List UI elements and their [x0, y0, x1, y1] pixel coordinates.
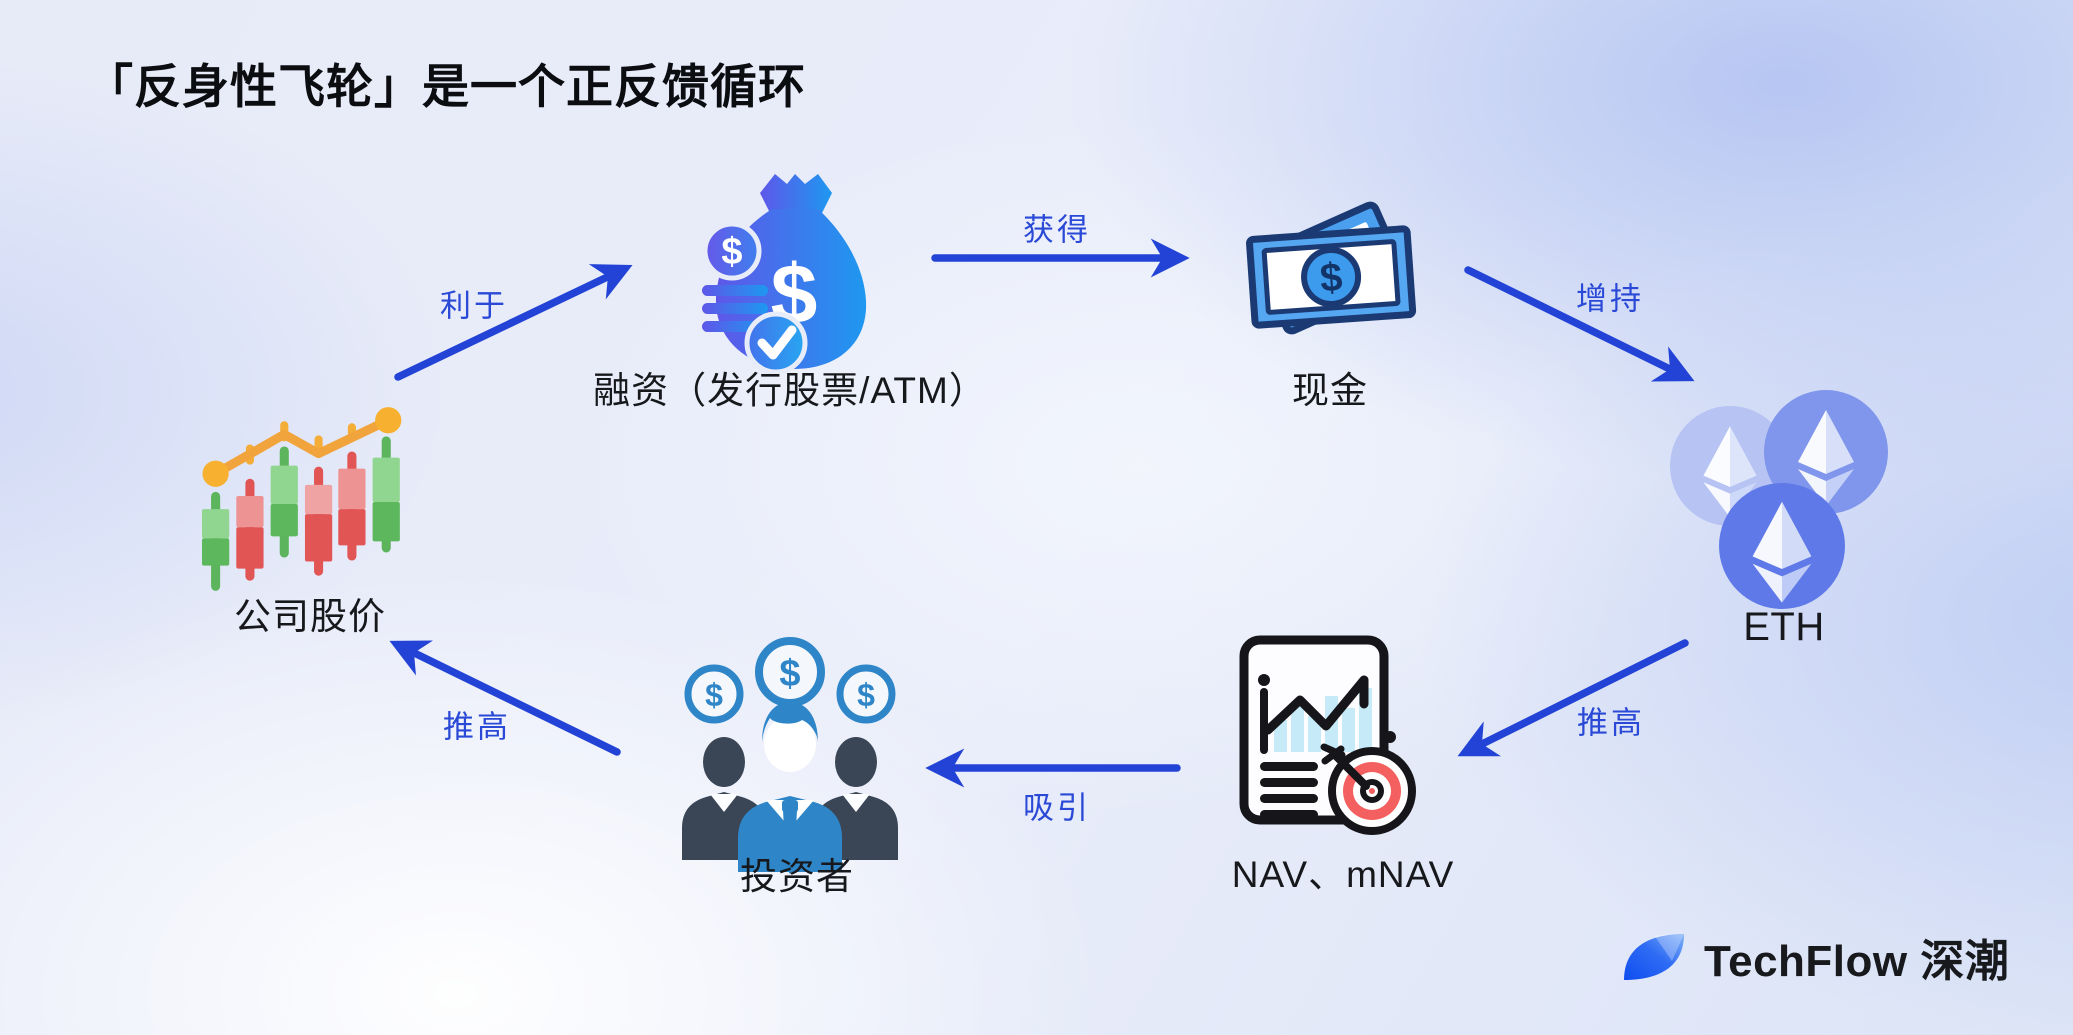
- dollar-glyph: $: [721, 231, 742, 273]
- arrow-label-obtain: 获得: [1023, 212, 1091, 248]
- dollar-glyph: $: [705, 677, 723, 713]
- arrow-investors-to-stock: [389, 640, 621, 756]
- techflow-leaf-icon: [1624, 934, 1684, 980]
- dollar-glyph: $: [779, 653, 800, 695]
- arrow-label-benefits: 利于: [440, 288, 508, 324]
- node-label-cash: 现金: [1292, 370, 1368, 411]
- banknote-icon: $: [1246, 201, 1417, 335]
- check-icon: [757, 325, 797, 360]
- arrow-label-accumulate: 增持: [1576, 281, 1644, 317]
- arrow-label-push-up-right: 推高: [1577, 705, 1645, 741]
- investors-icon: $ $ $: [682, 637, 898, 874]
- brand-text: TechFlow 深潮: [1704, 937, 2010, 986]
- node-label-eth: ETH: [1743, 605, 1825, 649]
- bullseye-target-icon: [1320, 743, 1416, 835]
- page-title: 「反身性飞轮」是一个正反馈循环: [86, 60, 806, 113]
- node-label-stock-price: 公司股价: [234, 596, 386, 637]
- node-label-financing: 融资（发行股票/ATM）: [593, 370, 987, 411]
- candlestick-chart-icon: [201, 407, 402, 591]
- dollar-glyph: $: [857, 677, 875, 713]
- arrow-label-push-up-left: 推高: [443, 709, 511, 745]
- money-bag-icon: $ $: [702, 174, 867, 375]
- node-label-nav: NAV、mNAV: [1231, 854, 1455, 895]
- arrow-stock-to-financing: [394, 264, 633, 381]
- arrow-cash-to-eth: [1464, 266, 1695, 382]
- node-label-investors: 投资者: [740, 856, 854, 897]
- dollar-glyph: $: [1319, 255, 1344, 300]
- brand-logo: TechFlow 深潮: [1622, 928, 2009, 986]
- report-target-icon: [1239, 635, 1416, 835]
- arrow-eth-to-nav: [1457, 639, 1689, 757]
- eth-coins-icon: [1670, 390, 1888, 609]
- arrow-label-attract: 吸引: [1023, 790, 1091, 826]
